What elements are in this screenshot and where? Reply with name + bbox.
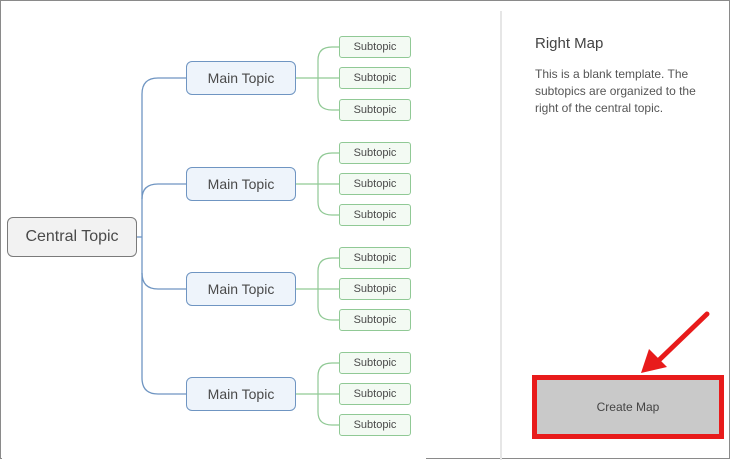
create-map-button[interactable]: Create Map	[532, 375, 724, 439]
subtopic-node: Subtopic	[339, 173, 411, 195]
subtopic-node: Subtopic	[339, 204, 411, 226]
template-title: Right Map	[535, 35, 604, 52]
panel-divider	[500, 11, 502, 460]
template-info-panel: Right Map This is a blank template. The …	[535, 35, 715, 117]
template-description: This is a blank template. The subtopics …	[535, 67, 696, 115]
subtopic-node: Subtopic	[339, 67, 411, 89]
connector-lines	[136, 46, 339, 426]
subtopic-node: Subtopic	[339, 36, 411, 58]
subtopic-node: Subtopic	[339, 309, 411, 331]
subtopic-node: Subtopic	[339, 278, 411, 300]
subtopic-node: Subtopic	[339, 352, 411, 374]
central-topic-node: Central Topic	[7, 217, 137, 257]
subtopic-node: Subtopic	[339, 414, 411, 436]
subtopic-node: Subtopic	[339, 383, 411, 405]
main-topic-node: Main Topic	[186, 272, 296, 306]
template-preview: Central Topic Main Topic Subtopic Subtop…	[2, 2, 426, 459]
subtopic-node: Subtopic	[339, 99, 411, 121]
main-topic-node: Main Topic	[186, 167, 296, 201]
main-topic-node: Main Topic	[186, 377, 296, 411]
subtopic-node: Subtopic	[339, 247, 411, 269]
main-topic-node: Main Topic	[186, 61, 296, 95]
subtopic-node: Subtopic	[339, 142, 411, 164]
